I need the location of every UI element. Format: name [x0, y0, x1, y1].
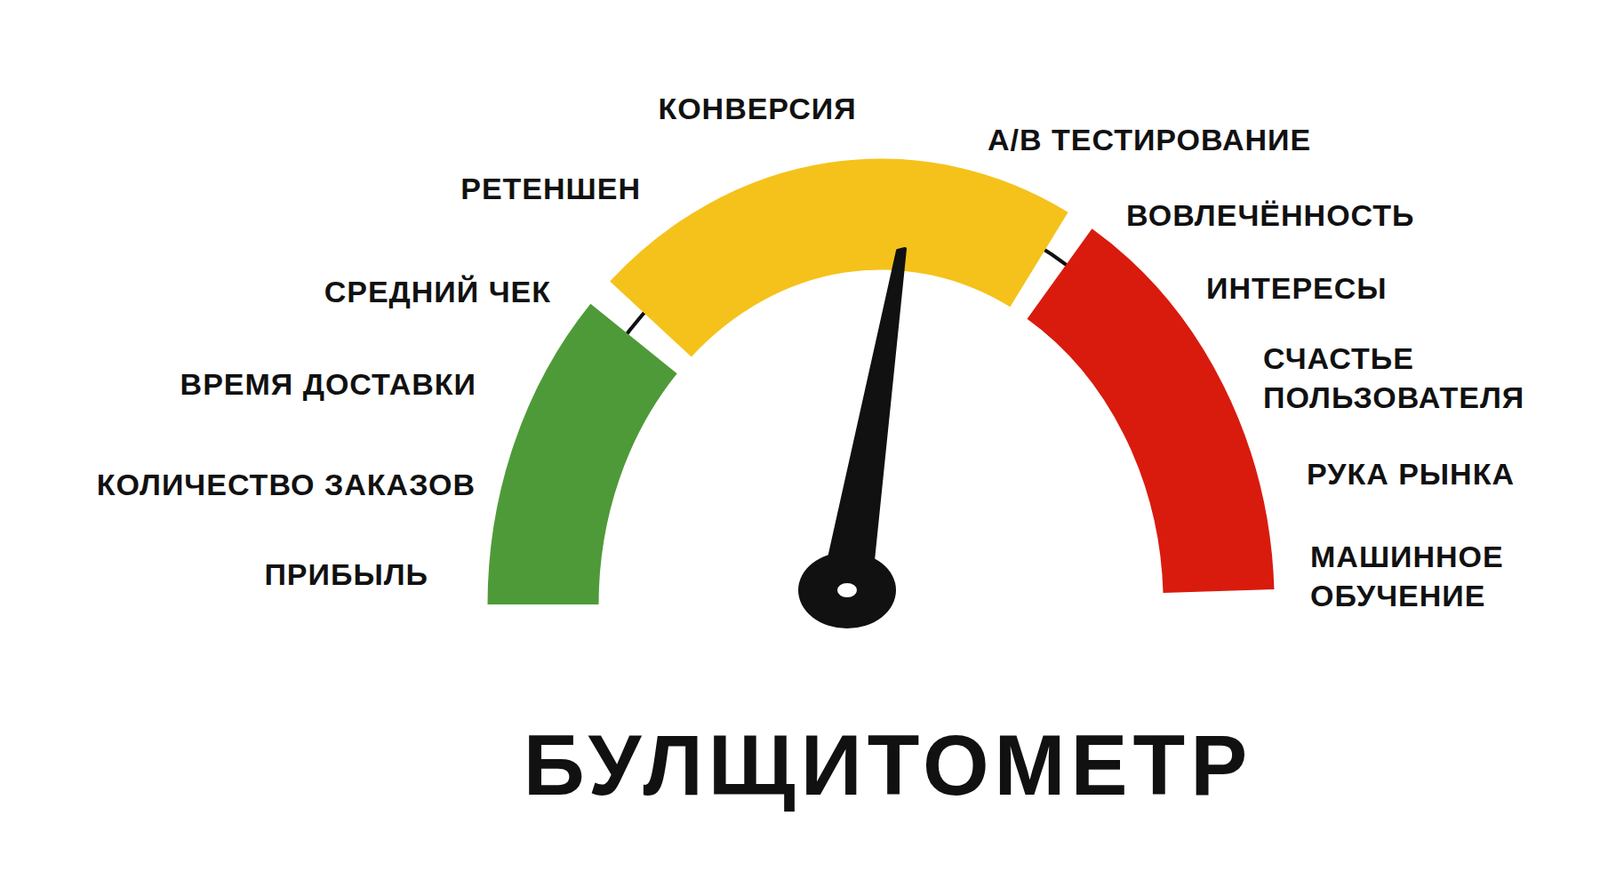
metric-label: МАШИННОЕ ОБУЧЕНИЕ — [1310, 536, 1504, 616]
metric-label: РЕТЕНШЕН — [460, 168, 641, 208]
hub-hole — [837, 583, 857, 598]
metric-label: ВРЕМЯ ДОСТАВКИ — [180, 364, 477, 404]
yellow-zone — [650, 214, 1040, 320]
metric-label: СЧАСТЬЕ ПОЛЬЗОВАТЕЛЯ — [1263, 338, 1525, 417]
metric-label: СРЕДНИЙ ЧЕК — [324, 272, 552, 312]
metric-label: ВОВЛЕЧЁННОСТЬ — [1126, 195, 1416, 235]
red-zone — [1059, 273, 1219, 592]
gauge-title: БУЛЩИТОМЕТР — [523, 718, 1253, 813]
needle-hub — [798, 552, 896, 629]
metric-label: РУКА РЫНКА — [1306, 454, 1515, 494]
metric-label: КОЛИЧЕСТВО ЗАКАЗОВ — [96, 464, 476, 504]
gauge-needle — [824, 248, 905, 578]
metric-label: КОНВЕРСИЯ — [657, 88, 856, 128]
metric-label: ИНТЕРЕСЫ — [1206, 268, 1388, 308]
metric-label: A/B ТЕСТИРОВАНИЕ — [987, 120, 1312, 160]
green-zone — [543, 338, 634, 605]
metric-label: ПРИБЫЛЬ — [264, 554, 429, 594]
